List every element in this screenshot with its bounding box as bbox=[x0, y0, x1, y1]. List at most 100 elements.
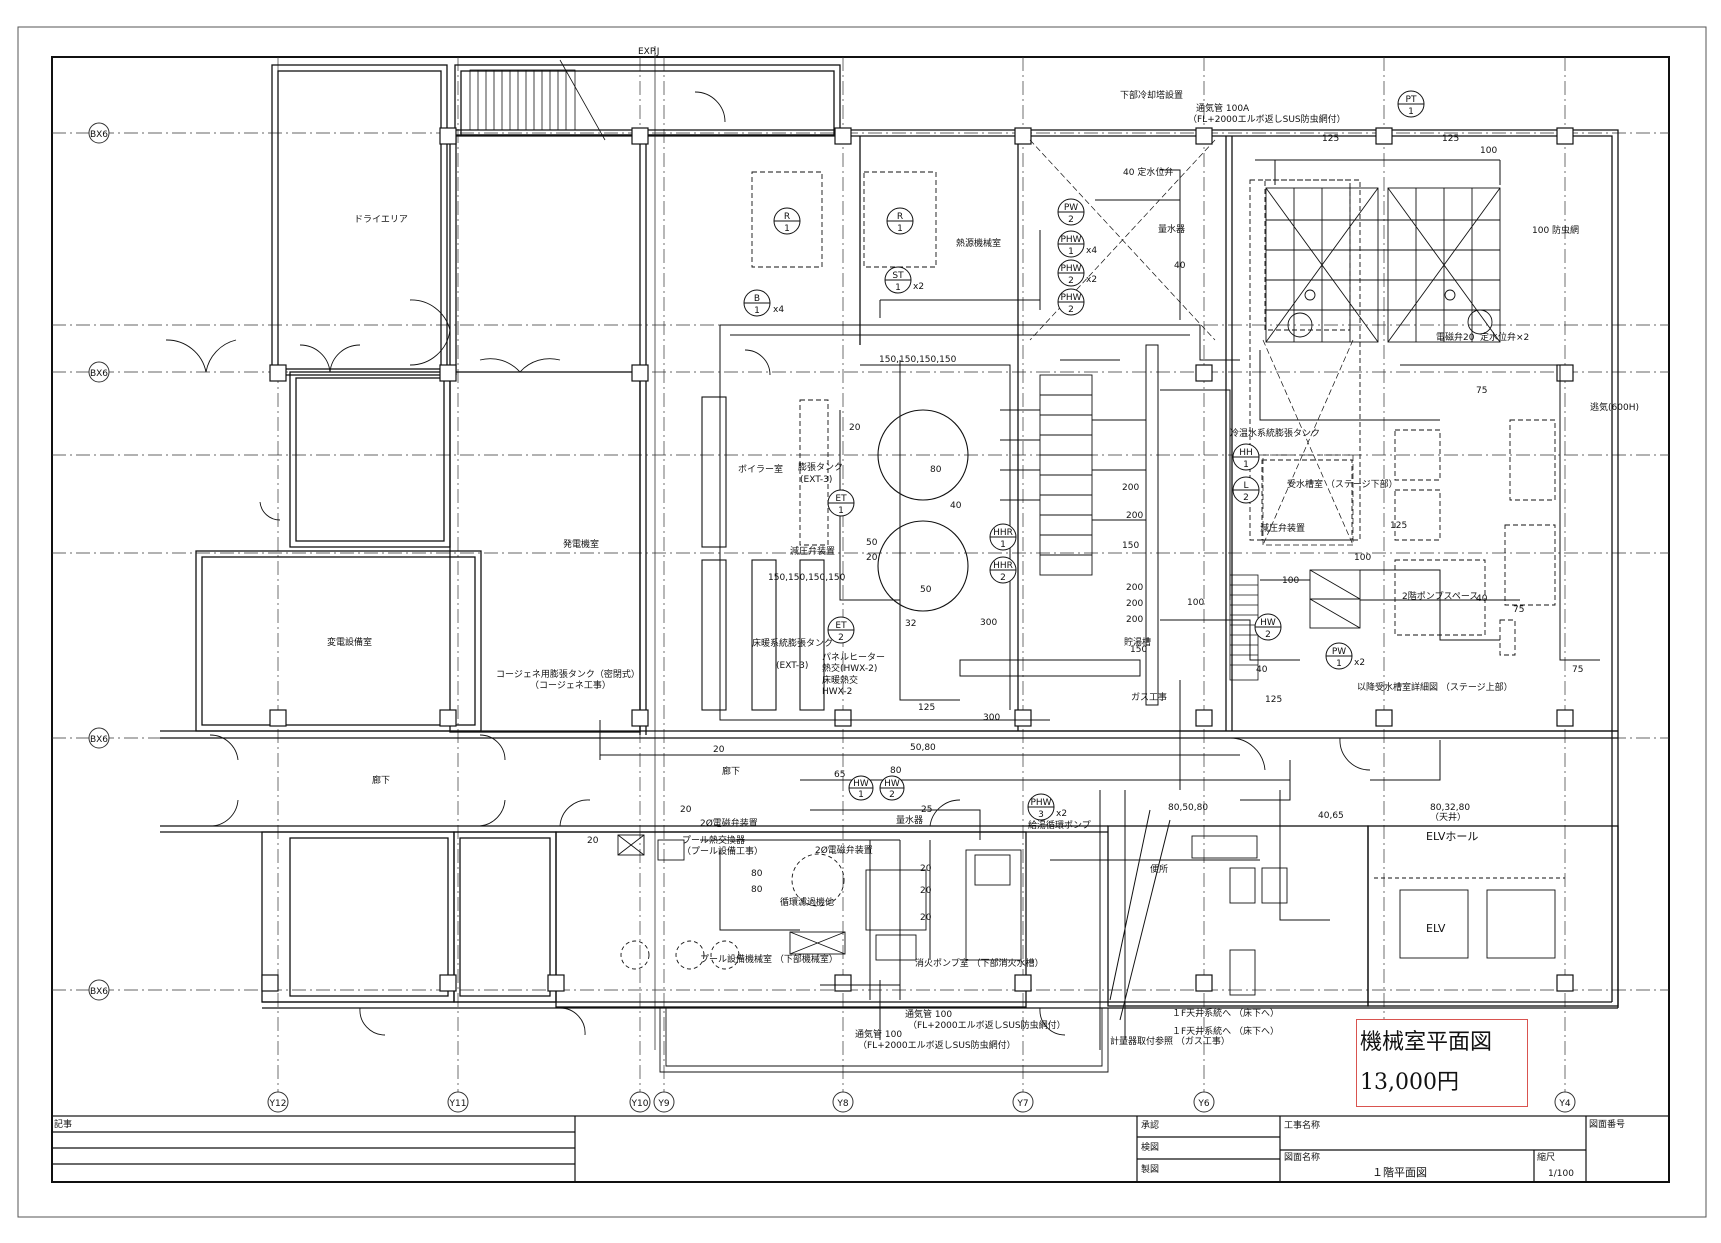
svg-text:80,32,80: 80,32,80 bbox=[1430, 803, 1470, 813]
svg-text:パネルヒーター: パネルヒーター bbox=[822, 652, 885, 663]
svg-text:2: 2 bbox=[1068, 215, 1074, 225]
tb-check-label: 検図 bbox=[1141, 1141, 1159, 1153]
tb-drawing-name: １階平面図 bbox=[1372, 1165, 1427, 1179]
svg-text:300: 300 bbox=[980, 618, 997, 628]
room-corridor: 廊下 bbox=[372, 774, 390, 786]
tb-scale-label: 縮尺 bbox=[1537, 1151, 1555, 1163]
svg-text:ガス工事: ガス工事 bbox=[1131, 691, 1167, 703]
svg-text:2: 2 bbox=[838, 633, 844, 643]
equipment-bubble: HW 2 bbox=[1254, 613, 1282, 641]
column-grid-bubbles: Y12 Y11 Y10 Y9 Y8 Y7 Y6 Y4 bbox=[267, 1091, 1576, 1113]
equipment-bubble: HHR 2 bbox=[989, 556, 1017, 584]
svg-text:20: 20 bbox=[680, 805, 692, 815]
pipes bbox=[599, 159, 1600, 1050]
svg-text:1: 1 bbox=[1336, 659, 1342, 669]
doors bbox=[165, 91, 1371, 1036]
svg-text:2: 2 bbox=[1000, 573, 1006, 583]
svg-text:80: 80 bbox=[751, 885, 763, 895]
equipment-bubble: PW 2 bbox=[1057, 198, 1085, 226]
svg-text:床暖系統膨張タンク: 床暖系統膨張タンク bbox=[752, 637, 833, 649]
room-labels: ドライエリア ボイラー室 発電機室 変電設備室 廊下 廊下 熱源機械室 下部冷却… bbox=[327, 89, 1478, 969]
svg-text:x2: x2 bbox=[1354, 658, 1365, 668]
room-corridor-2: 廊下 bbox=[722, 765, 740, 777]
svg-text:1: 1 bbox=[754, 306, 760, 316]
svg-text:200: 200 bbox=[1126, 511, 1143, 521]
equipment-bubble: HH 1 bbox=[1232, 443, 1260, 471]
svg-text:20: 20 bbox=[713, 745, 725, 755]
water-tanks bbox=[1265, 187, 1501, 343]
equipment-bubble: PHW 3 x2 bbox=[1027, 793, 1067, 821]
svg-text:計量器取付参照 （ガス工事）: 計量器取付参照 （ガス工事） bbox=[1110, 1035, 1230, 1047]
equipment-bubble: PHW 2 x2 bbox=[1057, 259, 1097, 287]
svg-text:(EXT-3): (EXT-3) bbox=[776, 661, 808, 671]
svg-text:給湯循環ポンプ: 給湯循環ポンプ bbox=[1028, 819, 1091, 831]
grid-col-y6: Y6 bbox=[1197, 1099, 1209, 1109]
svg-text:PHW: PHW bbox=[1060, 293, 1081, 303]
equipment-bubble: L 2 bbox=[1232, 476, 1260, 504]
overlay-title: 機械室平面図 bbox=[1360, 1030, 1493, 1055]
svg-text:B: B bbox=[754, 294, 760, 304]
annotations: 通気管 100A （FL+2000エルボ返しSUS防虫網付） 40 定水位弁 量… bbox=[496, 102, 1639, 1051]
svg-text:40: 40 bbox=[950, 501, 962, 511]
svg-text:R: R bbox=[897, 212, 903, 222]
svg-text:（FL+2000エルボ返しSUS防虫網付）: （FL+2000エルボ返しSUS防虫網付） bbox=[858, 1039, 1016, 1051]
svg-text:x4: x4 bbox=[1086, 246, 1097, 256]
svg-text:2: 2 bbox=[1068, 276, 1074, 286]
svg-text:x2: x2 bbox=[1086, 275, 1097, 285]
svg-text:（プール設備工事）: （プール設備工事） bbox=[682, 845, 763, 857]
equipment-bubble: R 1 bbox=[773, 207, 801, 235]
svg-text:2Ø電磁弁装置: 2Ø電磁弁装置 bbox=[815, 844, 873, 856]
svg-text:2: 2 bbox=[1265, 630, 1271, 640]
svg-text:x2: x2 bbox=[913, 282, 924, 292]
equipment-bubble: PHW 1 x4 bbox=[1057, 230, 1097, 258]
svg-text:2: 2 bbox=[889, 790, 895, 800]
svg-text:PHW: PHW bbox=[1030, 798, 1051, 808]
svg-text:通気管 100: 通気管 100 bbox=[855, 1028, 902, 1040]
svg-text:40,65: 40,65 bbox=[1318, 811, 1344, 821]
grid-row-4: BX6 bbox=[90, 987, 108, 997]
svg-text:50: 50 bbox=[866, 538, 878, 548]
svg-text:65: 65 bbox=[834, 770, 845, 780]
svg-text:100 防虫網: 100 防虫網 bbox=[1532, 224, 1579, 236]
room-substation: 変電設備室 bbox=[327, 636, 372, 648]
svg-text:20: 20 bbox=[866, 553, 878, 563]
svg-text:（FL+2000エルボ返しSUS防虫網付）: （FL+2000エルボ返しSUS防虫網付） bbox=[1188, 113, 1346, 125]
grid-col-y10: Y10 bbox=[631, 1099, 649, 1109]
grid-col-y7: Y7 bbox=[1016, 1099, 1028, 1109]
svg-text:x2: x2 bbox=[1056, 809, 1067, 819]
equipment-bubble: HW 2 bbox=[879, 775, 905, 801]
grid-col-y12: Y12 bbox=[269, 1099, 287, 1109]
equipment-bubble: PHW 2 bbox=[1057, 288, 1085, 316]
svg-text:x4: x4 bbox=[773, 305, 784, 315]
svg-text:量水器: 量水器 bbox=[896, 814, 923, 826]
svg-text:20: 20 bbox=[849, 423, 861, 433]
equipment-bubble: PT 1 bbox=[1397, 90, 1425, 118]
cooling-tower-area bbox=[1029, 139, 1354, 546]
equipment-bubble: PW 1 x2 bbox=[1325, 642, 1365, 670]
structural-columns bbox=[261, 127, 1574, 992]
svg-text:300: 300 bbox=[983, 713, 1000, 723]
svg-text:80: 80 bbox=[751, 869, 763, 879]
row-grid-bubbles: BX6 BX6 BX6 BX6 bbox=[88, 122, 110, 1001]
tb-notes-label: 記事 bbox=[54, 1118, 72, 1130]
svg-text:ST: ST bbox=[892, 271, 904, 281]
svg-text:100: 100 bbox=[1480, 146, 1497, 156]
equipment-bubble: ST 1 x2 bbox=[884, 266, 924, 294]
heat-exchanger-stack bbox=[1039, 374, 1361, 629]
room-boiler: ボイラー室 bbox=[738, 463, 783, 475]
overlay-price: 13,000円 bbox=[1360, 1070, 1459, 1095]
svg-text:電磁弁20: 電磁弁20 bbox=[1436, 331, 1475, 343]
equipment-bubble: R 1 bbox=[886, 207, 914, 235]
equipment-bubbles: R 1 R 1 B 1 x4 ST 1 x2 PW 2 bbox=[743, 90, 1425, 821]
svg-text:2Ø電磁弁装置: 2Ø電磁弁装置 bbox=[700, 817, 758, 829]
svg-text:HH: HH bbox=[1239, 448, 1253, 458]
price-overlay-box bbox=[1356, 1019, 1528, 1107]
svg-text:HHR: HHR bbox=[993, 561, 1013, 571]
tb-drawing-no-label: 図面番号 bbox=[1589, 1118, 1625, 1130]
svg-text:100: 100 bbox=[1282, 576, 1299, 586]
svg-text:コージェネ用膨張タンク（密閉式）: コージェネ用膨張タンク（密閉式） bbox=[496, 668, 640, 680]
grid-row-2: BX6 bbox=[90, 369, 108, 379]
svg-text:125: 125 bbox=[1442, 134, 1459, 144]
svg-text:1: 1 bbox=[897, 224, 903, 234]
tb-project-label: 工事名称 bbox=[1284, 1119, 1320, 1131]
